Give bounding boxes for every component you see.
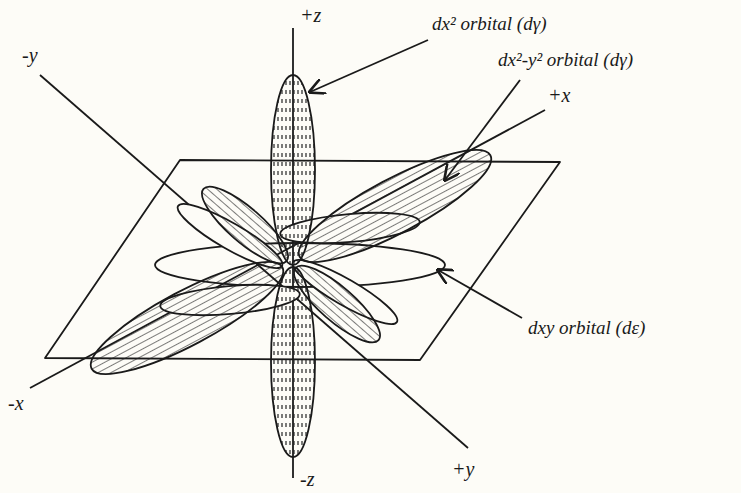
orbital-label: dx²-y² orbital (dγ) (498, 50, 633, 71)
x-lobe (79, 243, 295, 392)
x-lobe (287, 131, 503, 280)
leader-arrow (438, 270, 522, 318)
axis-label: +y (452, 458, 474, 480)
leader-arrow (445, 80, 520, 180)
orbital-label: dx² orbital (dγ) (432, 14, 547, 35)
axis-label: +z (300, 4, 321, 26)
y-axis (40, 75, 468, 448)
axis-label: +x (548, 84, 570, 106)
axis-label: -z (300, 468, 314, 490)
z-lobe (271, 75, 315, 265)
leader-arrow (310, 40, 428, 92)
axis-label: -y (22, 44, 38, 66)
orbital-label: dxy orbital (dε) (528, 318, 645, 339)
axis-label: -x (8, 392, 24, 414)
z-lobe (271, 267, 315, 457)
